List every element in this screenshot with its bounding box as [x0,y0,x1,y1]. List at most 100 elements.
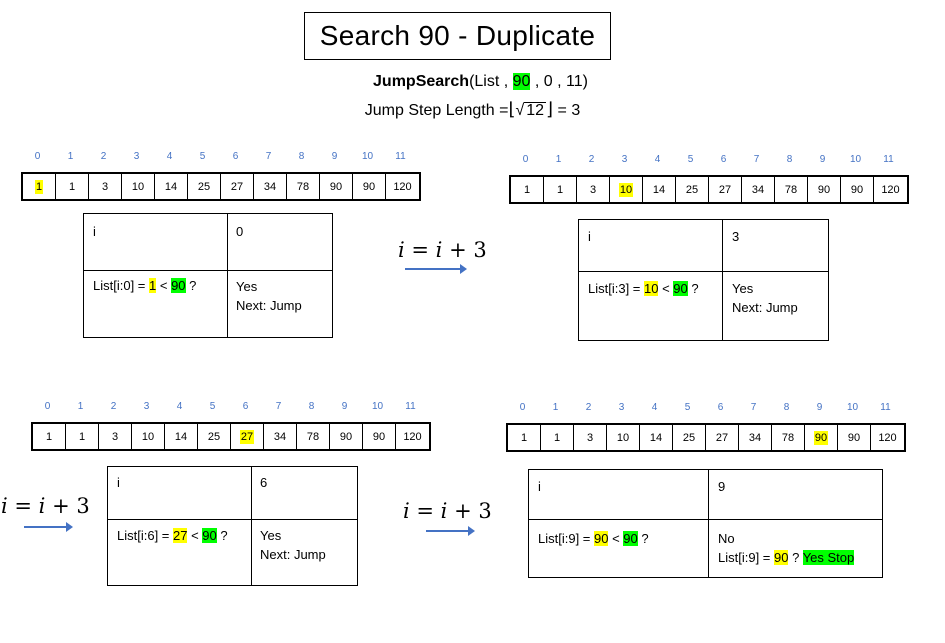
array-cell-value: 1 [78,430,86,443]
array-cell-value: 10 [616,431,630,444]
index-label: 11 [395,151,406,162]
array-cell-value: 25 [207,430,221,443]
index-label: 2 [100,151,107,162]
array-cell-value: 78 [296,180,310,193]
stop-badge: Yes Stop [802,550,855,565]
diagram-title: Search 90 - Duplicate [304,12,611,60]
array-cell-value: 90 [847,431,861,444]
array-cell: 34 [254,174,287,199]
array-cell-value: 1 [523,183,531,196]
array-cell: 3 [89,174,122,199]
comparison: List[i:3] = 10 < 90 ? [588,281,699,296]
index-label: 2 [588,154,595,165]
array-cell: 27 [221,174,254,199]
index-label: 0 [522,154,529,165]
array-cell-value: 1 [520,431,528,444]
index-label: 11 [880,402,891,413]
call-target: 90 [512,73,531,90]
i-label: i [117,475,120,490]
i-value: 3 [732,229,740,244]
array-cell-value: 1 [34,179,44,194]
result-line-2: Next: Jump [260,547,326,562]
array-cell-value: 90 [813,430,829,445]
index-label: 9 [819,154,826,165]
index-label: 3 [133,151,140,162]
jump-formula: i = i + 3 [398,238,487,262]
array-cell: 34 [264,424,297,449]
array-cell: 90 [805,425,838,450]
index-label: 7 [275,401,282,412]
array-cell-value: 27 [230,180,244,193]
index-label: 8 [786,154,793,165]
array-cell: 25 [198,424,231,449]
array-cell: 34 [742,177,775,202]
index-label: 11 [405,401,416,412]
array-cell-value: 25 [197,180,211,193]
i-value: 9 [718,479,726,494]
i-label: i [588,229,591,244]
index-label: 4 [654,154,661,165]
array-cell: 120 [396,424,429,449]
array-cell-value: 34 [263,180,277,193]
array-cell: 25 [673,425,706,450]
array-cell: 1 [541,425,574,450]
array-cell-value: 14 [174,430,188,443]
index-label: 7 [753,154,760,165]
array-cell: 90 [353,174,386,199]
array-cell: 1 [544,177,577,202]
index-label: 8 [308,401,315,412]
array-cell: 90 [320,174,353,199]
jump-arrow [426,526,475,536]
array-cell: 90 [808,177,841,202]
call-rest: , 0 , 11) [530,73,588,90]
index-label: 8 [298,151,305,162]
array-cell-value: 10 [618,182,634,197]
compared-value: 90 [594,531,609,546]
index-label: 10 [371,401,384,412]
floor-right: ⌋ [546,99,554,119]
jump-arrow [24,522,73,532]
array-cell: 120 [386,174,419,199]
comparison: List[i:9] = 90 < 90 ? [538,531,649,546]
array-cell: 90 [363,424,396,449]
array-cell-value: 3 [111,430,119,443]
index-label: 4 [176,401,183,412]
i-value: 0 [236,224,244,239]
array-cell: 3 [99,424,132,449]
step-length-label: Jump Step Length = [364,102,509,119]
comparison: List[i:6] = 27 < 90 ? [117,528,228,543]
step-length-result: = 3 [557,102,581,119]
array-cell: 14 [165,424,198,449]
index-label: 8 [783,402,790,413]
array-cell: 34 [739,425,772,450]
index-label: 5 [199,151,206,162]
array-cell: 120 [871,425,904,450]
array-cell-value: 90 [817,183,831,196]
array-cell-value: 1 [68,180,76,193]
array-cell: 10 [607,425,640,450]
array-cell: 120 [874,177,907,202]
index-label: 2 [585,402,592,413]
index-label: 3 [143,401,150,412]
array-cell-value: 34 [748,431,762,444]
index-label: 9 [341,401,348,412]
result-line-1: No [718,531,735,546]
index-label: 5 [209,401,216,412]
jump-formula: i = i + 3 [1,494,90,518]
array-cell: 1 [508,425,541,450]
index-label: 10 [846,402,859,413]
array-cell: 10 [610,177,643,202]
jump-arrow [405,264,467,274]
array-cell-value: 10 [141,430,155,443]
array-cell-value: 90 [372,430,386,443]
step-table: i 0 List[i:0] = 1 < 90 ? Yes Next: Jump [83,213,333,338]
array-cell-value: 25 [682,431,696,444]
compared-value: 27 [173,528,188,543]
array-cell: 1 [23,174,56,199]
array-cell-value: 10 [131,180,145,193]
index-label: 5 [684,402,691,413]
array-cell: 78 [287,174,320,199]
